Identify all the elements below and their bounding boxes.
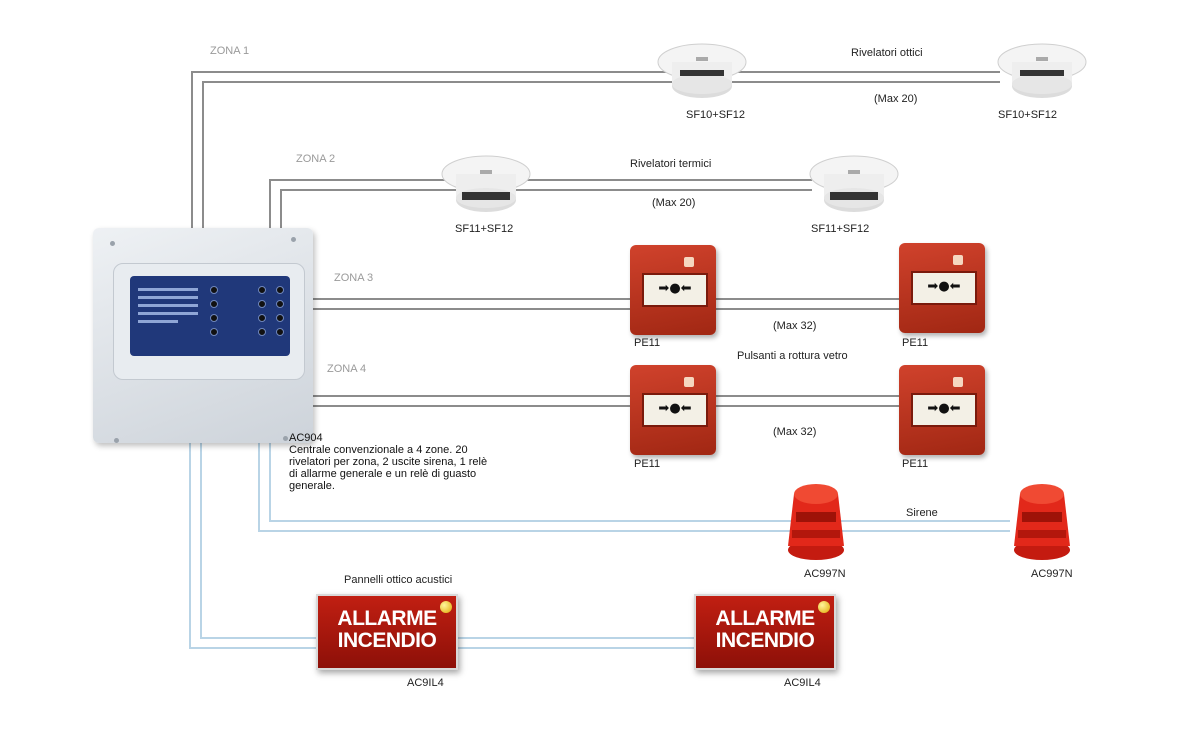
thermal-max-label: (Max 20) (652, 197, 696, 209)
arrows-icon: ➡●⬅ (927, 401, 961, 416)
flame-icon (684, 377, 694, 387)
call-point-z3-2-label: PE11 (902, 337, 929, 349)
glass-window: ➡●⬅ (911, 271, 977, 305)
smoke-detector-icon (997, 43, 1087, 98)
arrows-icon: ➡●⬅ (658, 281, 692, 296)
panel-button (210, 300, 218, 308)
panel-button (276, 328, 284, 336)
siren-icon (1014, 484, 1070, 560)
alarm-panel-2-label: AC9IL4 (784, 677, 821, 689)
heat-detector-icon (809, 155, 899, 212)
optical-group-label: Rivelatori ottici (851, 47, 923, 59)
panel-button (276, 286, 284, 294)
arrows-icon: ➡●⬅ (658, 401, 692, 416)
alarm-panel: ALLARME INCENDIO (694, 594, 836, 670)
panels-group-label: Pannelli ottico acustici (344, 574, 453, 586)
siren-wire-outer (258, 443, 1010, 532)
zone4-max-label: (Max 32) (773, 426, 817, 438)
control-panel-model: AC904 (289, 432, 323, 444)
zone2-label: ZONA 2 (296, 153, 336, 165)
panel-button (210, 328, 218, 336)
call-point: ➡●⬅ (630, 245, 716, 335)
flame-icon (953, 377, 963, 387)
panel-button (210, 286, 218, 294)
siren-2-label: AC997N (1031, 568, 1073, 580)
call-point-z4-1-label: PE11 (634, 458, 661, 470)
zone3-label: ZONA 3 (334, 272, 374, 284)
screw (283, 436, 288, 441)
panel-button (258, 328, 266, 336)
display-row (138, 320, 178, 323)
optical-detector-1-label: SF10+SF12 (686, 109, 746, 121)
siren-1-label: AC997N (804, 568, 846, 580)
control-panel-text: Centrale convenzionale a 4 zone. 20 rive… (289, 444, 488, 492)
zone2-wire-outer (269, 179, 812, 228)
alarm-panel: ALLARME INCENDIO (316, 594, 458, 670)
glass-window: ➡●⬅ (642, 393, 708, 427)
panel-wire-outer (189, 443, 700, 649)
heat-detector-icon (441, 155, 531, 212)
arrows-icon: ➡●⬅ (927, 279, 961, 294)
indicator-light-icon (440, 601, 452, 613)
thermal-group-label: Rivelatori termici (630, 158, 712, 170)
screw (114, 438, 119, 443)
panel-button (276, 314, 284, 322)
panel-button (210, 314, 218, 322)
control-panel-description: AC904 Centrale convenzionale a 4 zone. 2… (289, 432, 489, 492)
optical-detector-2-label: SF10+SF12 (998, 109, 1058, 121)
panel-button (258, 300, 266, 308)
panel-button (258, 286, 266, 294)
zone3-max-label: (Max 32) (773, 320, 817, 332)
thermal-detector-2-label: SF11+SF12 (811, 223, 870, 235)
display-row (138, 312, 198, 315)
control-panel (93, 228, 313, 443)
thermal-detector-1-label: SF11+SF12 (455, 223, 514, 235)
panel-button (276, 300, 284, 308)
call-point-z4-2-label: PE11 (902, 458, 929, 470)
call-point-z3-1-label: PE11 (634, 337, 661, 349)
siren-icon (788, 484, 844, 560)
alarm-text-line2: INCENDIO (337, 629, 437, 652)
screw (291, 237, 296, 242)
alarm-panel-1-label: AC9IL4 (407, 677, 444, 689)
control-panel-face (113, 263, 305, 380)
flame-icon (684, 257, 694, 267)
sirens-group-label: Sirene (906, 507, 938, 519)
call-point: ➡●⬅ (899, 365, 985, 455)
indicator-light-icon (818, 601, 830, 613)
display-row (138, 296, 198, 299)
control-panel-display (130, 276, 290, 356)
alarm-text-line1: ALLARME (337, 607, 437, 630)
alarm-text-line1: ALLARME (715, 607, 815, 630)
screw (110, 241, 115, 246)
zone1-label: ZONA 1 (210, 45, 250, 57)
siren-wire-inner (269, 443, 1010, 522)
optical-max-label: (Max 20) (874, 93, 918, 105)
glass-window: ➡●⬅ (911, 393, 977, 427)
call-point: ➡●⬅ (899, 243, 985, 333)
buttons-group-label: Pulsanti a rottura vetro (737, 350, 848, 362)
smoke-detector-icon (657, 43, 747, 98)
display-row (138, 288, 198, 291)
zone2-wire-inner (280, 189, 812, 228)
display-row (138, 304, 198, 307)
alarm-text-line2: INCENDIO (715, 629, 815, 652)
panel-button (258, 314, 266, 322)
panel-wire-inner (200, 443, 700, 639)
call-point: ➡●⬅ (630, 365, 716, 455)
zone4-label: ZONA 4 (327, 363, 367, 375)
zone1-wire-inner (202, 81, 1000, 228)
glass-window: ➡●⬅ (642, 273, 708, 307)
flame-icon (953, 255, 963, 265)
